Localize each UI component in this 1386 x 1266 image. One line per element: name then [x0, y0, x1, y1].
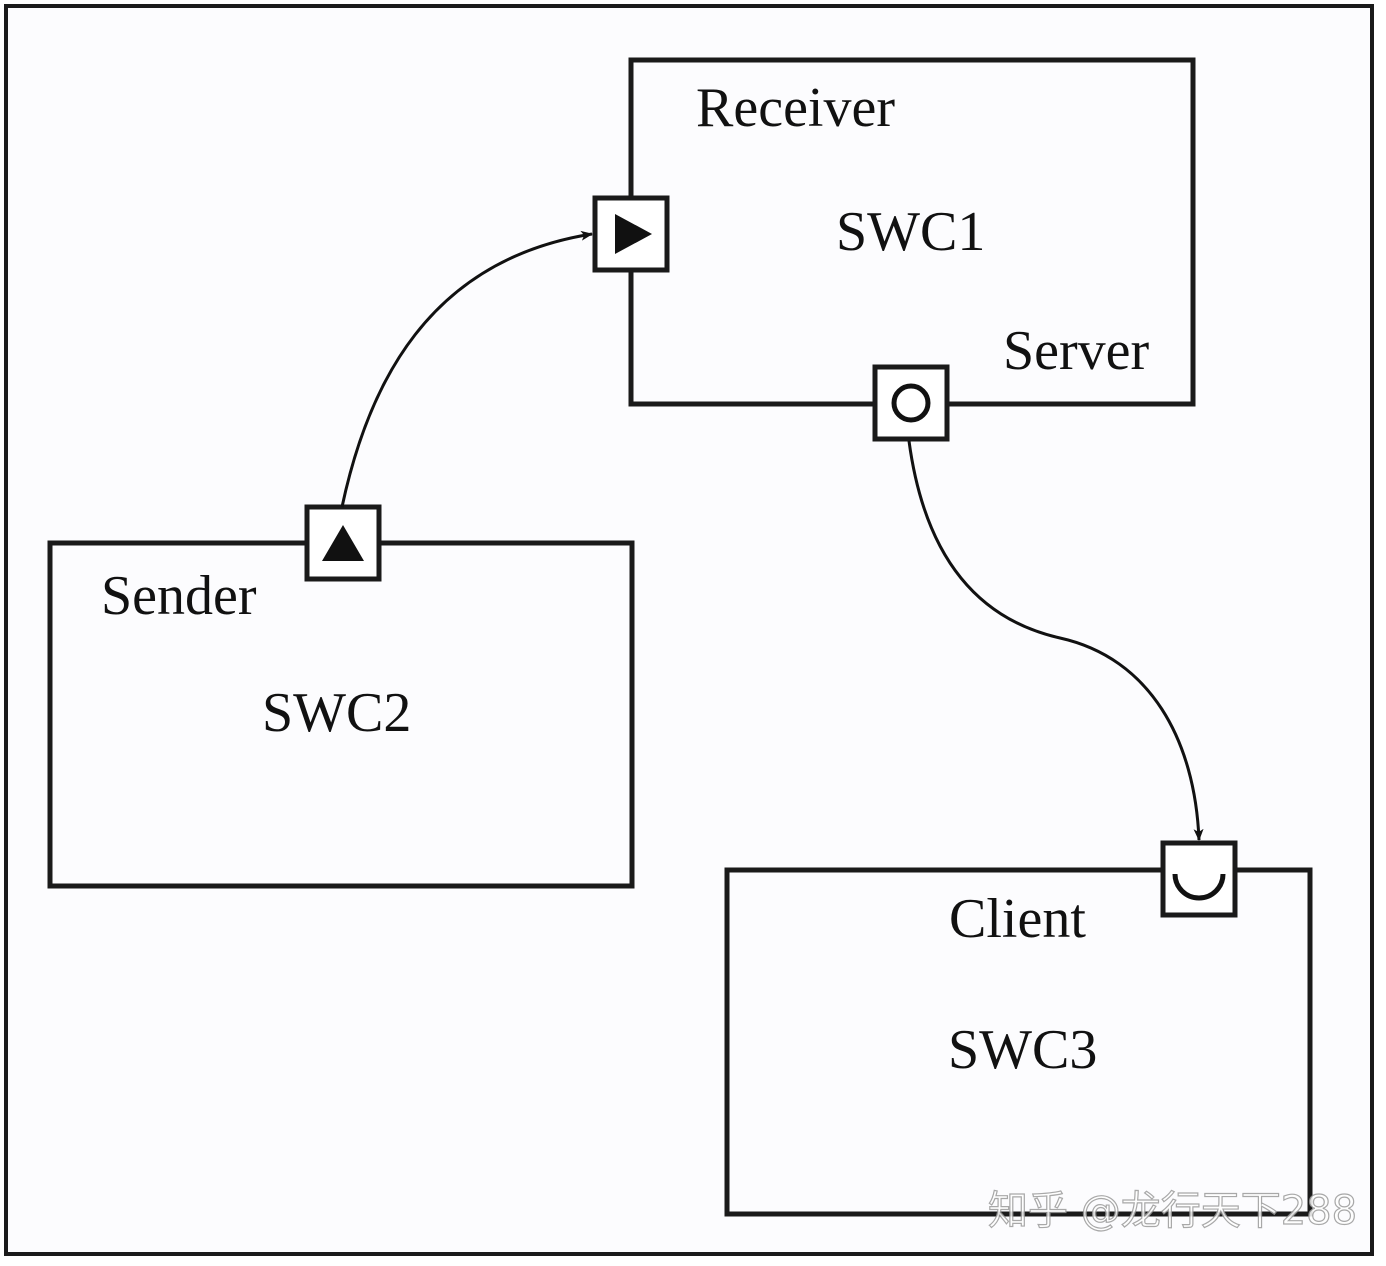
- swc3-name-label: SWC3: [948, 1019, 1097, 1081]
- sender-port-icon: [322, 525, 364, 561]
- server-to-client-connector[interactable]: [907, 440, 1204, 841]
- swc1-role-label: Receiver: [696, 77, 895, 139]
- swc2-role-label: Sender: [101, 565, 257, 627]
- swc3-component[interactable]: Client SWC3: [724, 867, 1313, 1217]
- client-port-icon: [1172, 873, 1226, 901]
- server-port-box[interactable]: [872, 364, 950, 442]
- swc1-port-role-label: Server: [1003, 320, 1150, 382]
- watermark-text: 知乎 @龙行天下288: [988, 1188, 1357, 1234]
- swc3-client-port[interactable]: [1160, 840, 1238, 918]
- swc1-receiver-port[interactable]: [592, 195, 670, 273]
- swc3-role-label: Client: [949, 888, 1086, 950]
- swc3-box[interactable]: [724, 867, 1313, 1217]
- swc1-box[interactable]: [628, 57, 1196, 407]
- swc2-box[interactable]: [47, 540, 635, 889]
- client-port-box[interactable]: [1160, 840, 1238, 918]
- swc2-sender-port[interactable]: [304, 504, 382, 582]
- swc1-name-label: SWC1: [836, 201, 985, 263]
- server-port-icon: [891, 383, 931, 423]
- sender-to-receiver-connector[interactable]: [340, 230, 593, 508]
- swc1-component[interactable]: Receiver SWC1 Server: [628, 57, 1196, 407]
- swc1-server-port[interactable]: [872, 364, 950, 442]
- swc2-name-label: SWC2: [262, 682, 411, 744]
- swc2-component[interactable]: Sender SWC2: [47, 540, 635, 889]
- receiver-port-icon: [615, 214, 652, 254]
